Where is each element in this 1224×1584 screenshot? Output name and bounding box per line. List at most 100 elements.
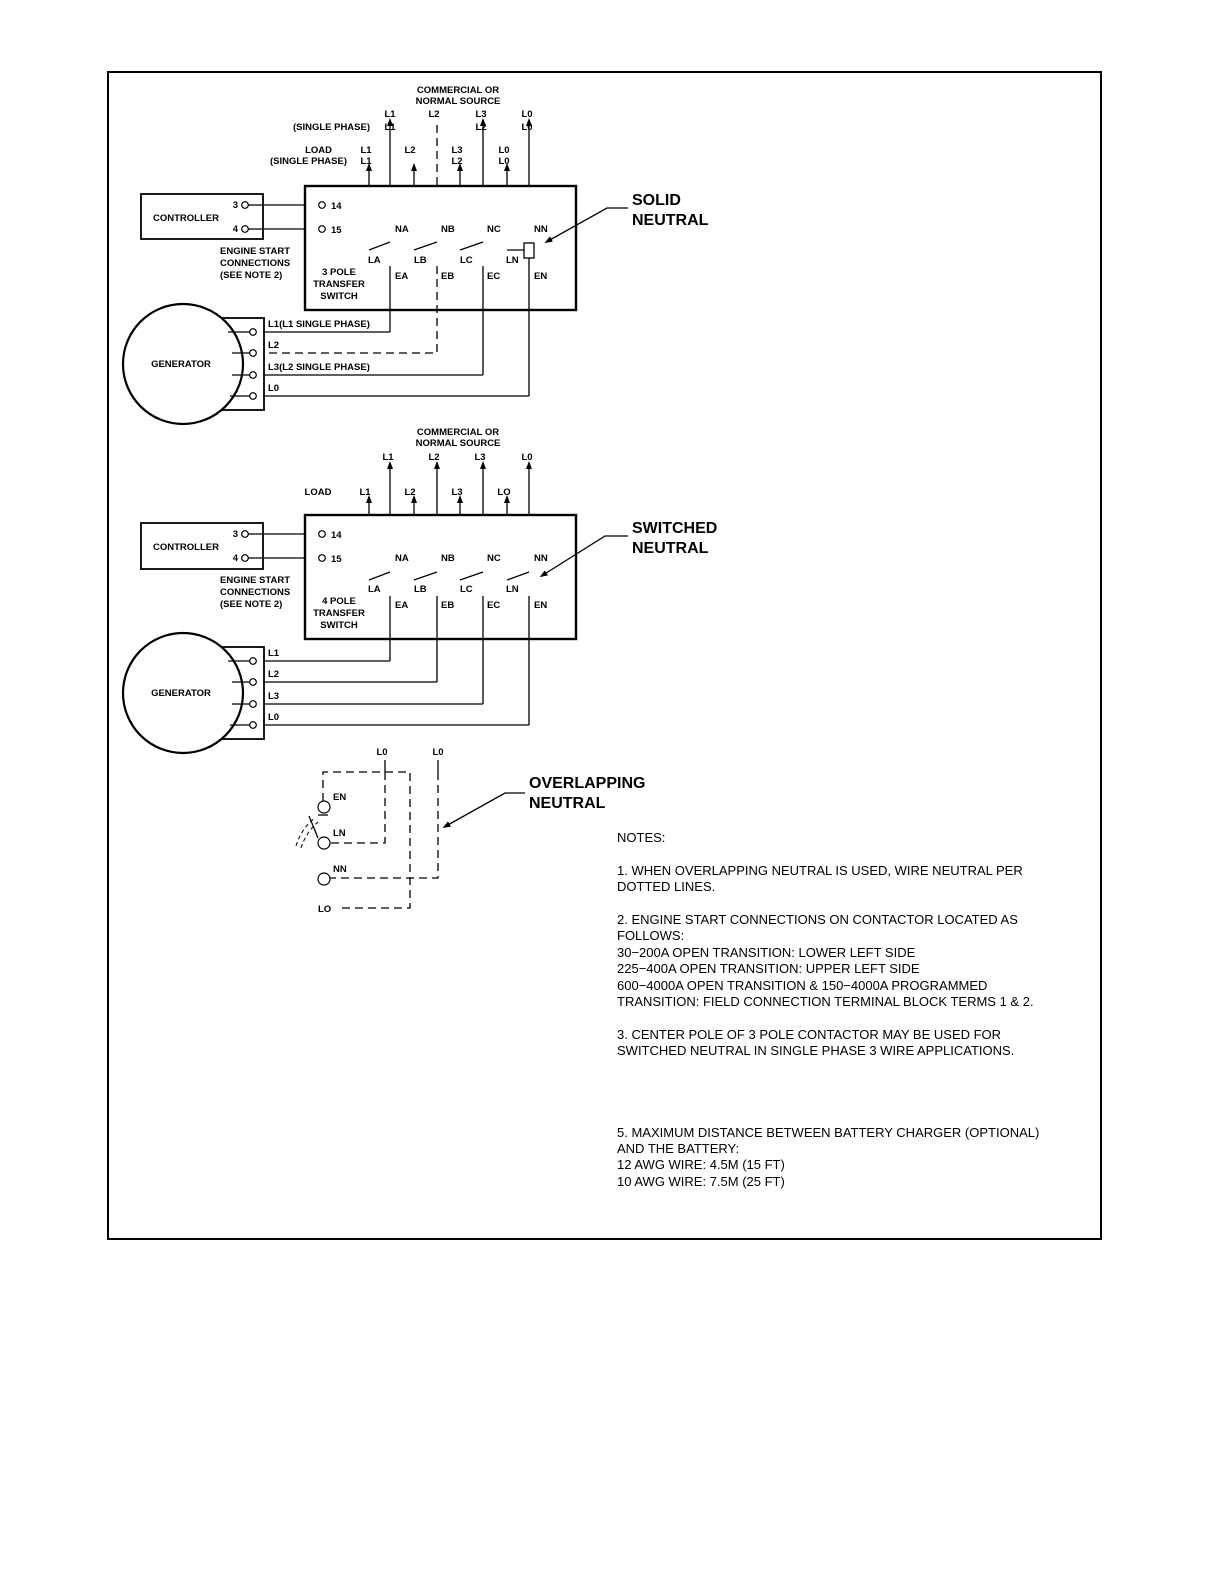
contact2-nc: NC — [487, 553, 501, 564]
diagram-switched-neutral: COMMERCIAL OR NORMAL SOURCE L1 L2 L3 L0 … — [121, 427, 717, 755]
engine-start-line-1: ENGINE START — [220, 246, 290, 257]
contact2-la: LA — [368, 584, 381, 595]
single-phase-l2: L2 — [475, 122, 486, 133]
blade-a — [368, 241, 391, 251]
gen-term-4 — [249, 392, 257, 400]
transfer-switch2-box — [303, 513, 578, 641]
contact-ln: LN — [506, 255, 519, 266]
generator2-label: GENERATOR — [151, 688, 211, 699]
source-label-l3: L3 — [475, 109, 486, 120]
gen2-line-l3: L3 — [268, 691, 279, 702]
contact-lc: LC — [460, 255, 473, 266]
note-3-line-2: SWITCHED NEUTRAL IN SINGLE PHASE 3 WIRE … — [617, 1043, 1015, 1059]
switch-term-15: 15 — [331, 225, 342, 236]
terminal-ln-label: LN — [333, 828, 346, 839]
contact2-nn: NN — [534, 553, 548, 564]
engine2-start-line-1: ENGINE START — [220, 575, 290, 586]
contact2-ec: EC — [487, 600, 500, 611]
switch2-name-line-3: SWITCH — [320, 620, 358, 631]
gen-term-1 — [249, 328, 257, 336]
terminal-nn — [317, 872, 331, 886]
terminal-ln — [317, 836, 331, 850]
gen2-term-3 — [249, 700, 257, 708]
switched-neutral-leader — [539, 535, 628, 578]
contact-ec: EC — [487, 271, 500, 282]
generator-circle — [121, 302, 245, 426]
overlap-blade-arc — [295, 817, 316, 847]
source-title-line-2: NORMAL SOURCE — [416, 96, 501, 107]
solid-neutral-block — [523, 242, 535, 259]
single-phase-l0: L0 — [521, 122, 532, 133]
solid-neutral-leader — [544, 207, 628, 243]
source2-title-line-2: NORMAL SOURCE — [416, 438, 501, 449]
diagram-solid-neutral: COMMERCIAL OR NORMAL SOURCE L1 L2 L3 L0 … — [121, 85, 709, 426]
switch-name-line-1: 3 POLE — [322, 267, 356, 278]
contact-nb: NB — [441, 224, 455, 235]
contact-lb: LB — [414, 255, 427, 266]
blade2-a — [368, 571, 391, 581]
engine-start-line-2: CONNECTIONS — [220, 258, 290, 269]
terminal-en-label: EN — [333, 792, 346, 803]
source-title-line-1: COMMERCIAL OR — [417, 85, 499, 96]
switch-name-line-3: SWITCH — [320, 291, 358, 302]
note-1-line-1: 1. WHEN OVERLAPPING NEUTRAL IS USED, WIR… — [617, 862, 1023, 878]
source2-label-l3: L3 — [474, 452, 485, 463]
overlap-blade-arc-2 — [300, 821, 319, 849]
blade-c — [459, 241, 484, 251]
overlap-dotted-outer — [322, 771, 411, 909]
load-sp-l2: L2 — [451, 156, 462, 167]
note-5-line-1: 5. MAXIMUM DISTANCE BETWEEN BATTERY CHAR… — [617, 1124, 1040, 1140]
controller2-term-4-dot — [241, 554, 249, 562]
notes-heading: NOTES: — [617, 830, 666, 845]
overlap-lo-label: LO — [318, 904, 331, 915]
load-sp-l0: L0 — [498, 156, 509, 167]
controller2-term-4: 4 — [233, 553, 239, 564]
gen2-term-1 — [249, 657, 257, 665]
note-2-line-5: 600−4000A OPEN TRANSITION & 150−4000A PR… — [617, 977, 988, 993]
controller-label: CONTROLLER — [153, 213, 219, 224]
controller2-box — [140, 522, 264, 570]
contact-la: LA — [368, 255, 381, 266]
engine2-start-line-2: CONNECTIONS — [220, 587, 290, 598]
load-sp-l1: L1 — [360, 156, 372, 167]
contact2-eb: EB — [441, 600, 454, 611]
blade2-n — [506, 571, 530, 581]
gen2-term-2 — [249, 678, 257, 686]
callout-overlapping-neutral: NEUTRAL — [529, 795, 606, 812]
blade2-b — [413, 571, 438, 581]
note-2-line-6: TRANSITION: FIELD CONNECTION TERMINAL BL… — [617, 994, 1034, 1010]
contact2-en: EN — [534, 600, 547, 611]
contact2-ea: EA — [395, 600, 408, 611]
source2-label-l2: L2 — [428, 452, 439, 463]
note-2-line-4: 225−400A OPEN TRANSITION: UPPER LEFT SID… — [617, 961, 920, 977]
controller-term-4: 4 — [233, 224, 239, 235]
callout-switched-neutral: NEUTRAL — [632, 540, 709, 557]
controller2-term-3: 3 — [233, 529, 238, 540]
load-label-l2: L2 — [404, 145, 415, 156]
gen2-line-l1: L1 — [268, 648, 280, 659]
generator-label: GENERATOR — [151, 359, 211, 370]
gen-line-l0: L0 — [268, 383, 279, 394]
contact-ea: EA — [395, 271, 408, 282]
blade-b — [413, 241, 438, 251]
load2-label: LOAD — [305, 487, 332, 498]
switch2-term-14-dot — [318, 530, 326, 538]
switch2-name-line-2: TRANSFER — [313, 608, 365, 619]
gen-line-l2: L2 — [268, 340, 279, 351]
switch-term-15-dot — [318, 225, 326, 233]
terminal-en — [317, 800, 331, 814]
switch-term-14-dot — [318, 201, 326, 209]
overlapping-neutral-leader — [442, 792, 525, 828]
switch2-term-15-dot — [318, 554, 326, 562]
gen-term-3 — [249, 371, 257, 379]
contact2-nb: NB — [441, 553, 455, 564]
gen-line-l3: L3(L2 SINGLE PHASE) — [268, 362, 370, 373]
engine2-start-line-3: (SEE NOTE 2) — [220, 599, 282, 610]
overlap-top-l0-b: L0 — [432, 747, 443, 758]
load-single-phase-label: (SINGLE PHASE) — [270, 156, 347, 167]
source-label-l1: L1 — [384, 109, 396, 120]
callout-switched: SWITCHED — [632, 520, 717, 537]
contact2-ln: LN — [506, 584, 519, 595]
note-1-line-2: DOTTED LINES. — [617, 879, 716, 895]
